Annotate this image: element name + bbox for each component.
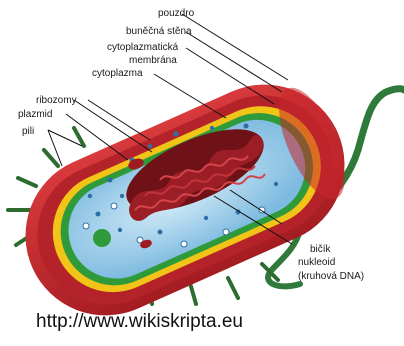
source-url: http://www.wikiskripta.eu <box>36 311 243 333</box>
label-bunecna-stena: buněčná stěna <box>126 26 192 37</box>
label-membrana: membrána <box>129 55 177 66</box>
label-cytoplazmaticka: cytoplazmatická <box>107 42 179 53</box>
label-bicik: bičík <box>310 244 332 255</box>
storage-granule <box>93 229 111 247</box>
label-plazmid: plazmid <box>18 109 52 120</box>
label-ribozomy: ribozomy <box>36 95 77 106</box>
label-pili: pili <box>22 126 34 137</box>
label-kruhova-dna: (kruhová DNA) <box>298 271 364 282</box>
label-cytoplazma: cytoplazma <box>92 68 143 79</box>
label-pouzdro: pouzdro <box>158 8 195 19</box>
label-nukleoid: nukleoid <box>298 257 335 268</box>
